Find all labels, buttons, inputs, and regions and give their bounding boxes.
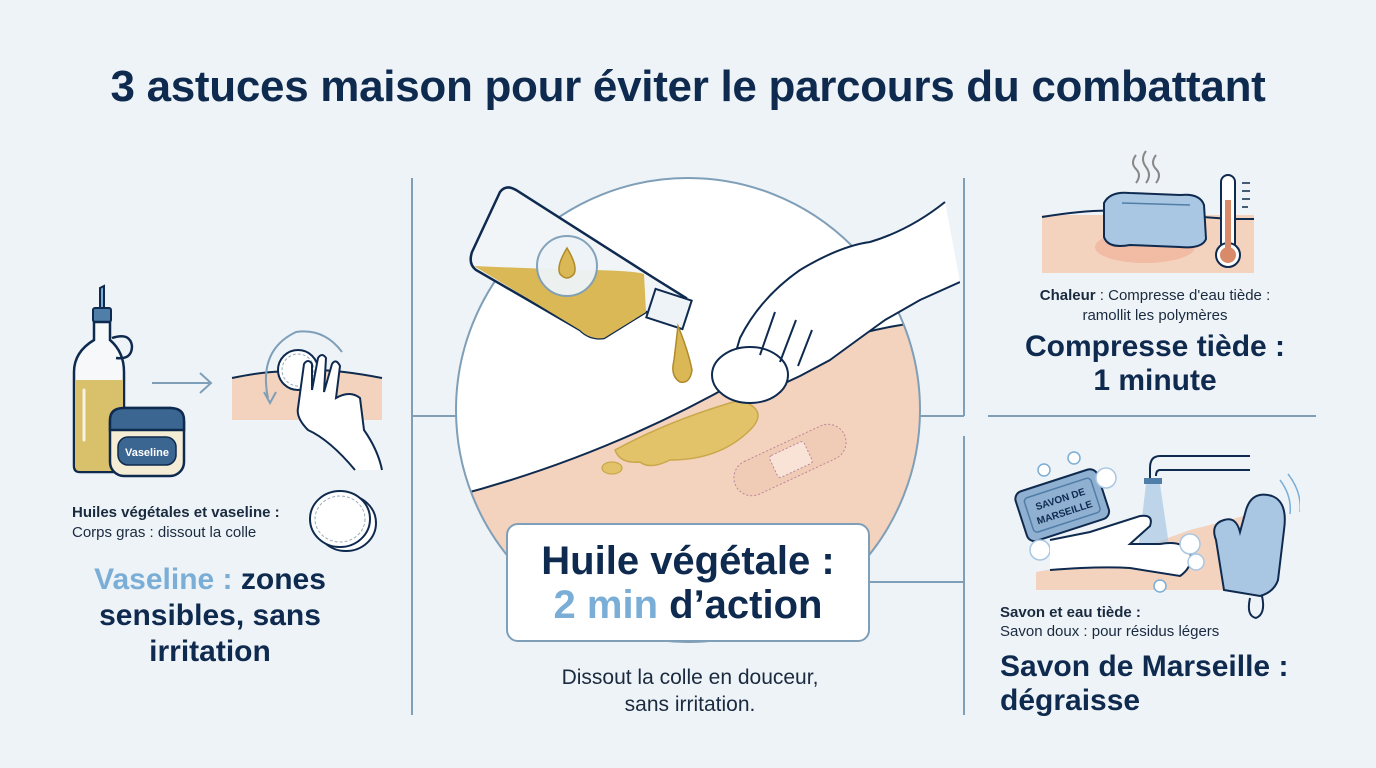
callout-line1: Huile végétale :: [541, 539, 835, 583]
left-subtitle-text: Corps gras : dissout la colle: [72, 524, 257, 541]
left-illustration: Vaseline: [60, 280, 400, 480]
left-highlight-accent: Vaseline :: [94, 563, 233, 596]
pouring-oil-bottle-icon: [469, 186, 693, 383]
page-title: 3 astuces maison pour éviter le parcours…: [110, 62, 1266, 111]
callout-accent: 2 min: [553, 583, 659, 627]
center-description-line1: Dissout la colle en douceur,: [561, 666, 819, 689]
left-horizontal-stub: [412, 415, 458, 417]
right-top-illustration: [1040, 145, 1270, 275]
right-bottom-subtitle-text: Savon doux : pour résidus légers: [1000, 623, 1220, 640]
hand-cotton-pad-icon: [231, 330, 383, 471]
vaseline-jar-icon: Vaseline: [108, 406, 186, 478]
callout-line2-text: d’action: [658, 583, 823, 627]
center-right-stub-top: [918, 415, 964, 417]
right-bottom-highlight: Savon de Marseille : dégraisse: [1000, 650, 1330, 718]
right-top-subtitle: Chaleur : Compresse d'eau tiède : ramoll…: [990, 286, 1320, 326]
oil-spill: [614, 399, 759, 467]
right-bottom-highlight-line2: dégraisse: [1000, 684, 1141, 717]
center-callout: Huile végétale : 2 min d’action: [506, 523, 870, 642]
hand-washing-icon: [1049, 514, 1192, 578]
center-description-line2: sans irritation.: [624, 693, 756, 716]
right-top-subtitle-text2: ramollit les polymères: [1082, 307, 1228, 324]
arrow-right-icon: [152, 372, 213, 394]
left-highlight-text: zones sensibles, sans irritation: [99, 563, 326, 668]
oil-drop-icon: [558, 246, 576, 279]
hand-wiping-icon: [711, 201, 960, 404]
right-horizontal-divider: [988, 415, 1316, 417]
soap-bar-icon: SAVON DE MARSEILLE: [1014, 468, 1111, 543]
right-bottom-subtitle: Savon et eau tiède : Savon doux : pour r…: [1000, 603, 1320, 641]
right-bottom-illustration: SAVON DE MARSEILLE: [1010, 440, 1300, 620]
right-bottom-subtitle-bold: Savon et eau tiède :: [1000, 604, 1141, 621]
wash-mitt-icon: [1213, 473, 1300, 620]
cotton-pads-icon: [304, 485, 384, 555]
right-top-subtitle-text1: : Compresse d'eau tiède :: [1095, 287, 1271, 304]
warm-compress-icon: [1103, 191, 1208, 249]
right-vertical-divider-top: [963, 178, 965, 416]
thermometer-icon: [1215, 174, 1250, 268]
right-vertical-divider-bottom: [963, 436, 965, 715]
right-top-highlight: Compresse tiède : 1 minute: [990, 330, 1320, 398]
left-subtitle-bold: Huiles végétales et vaseline :: [72, 504, 280, 521]
faucet-icon: [1138, 455, 1250, 552]
bandage-icon: [733, 423, 847, 497]
svg-text:Vaseline: Vaseline: [125, 447, 169, 459]
steam-icon: [1132, 150, 1160, 184]
callout-line2: 2 min d’action: [508, 583, 868, 627]
left-subtitle: Huiles végétales et vaseline : Corps gra…: [72, 503, 312, 543]
left-vertical-divider: [411, 178, 413, 715]
right-top-highlight-line2: 1 minute: [1093, 364, 1217, 397]
right-top-highlight-line1: Compresse tiède :: [1024, 330, 1286, 363]
left-highlight: Vaseline : zones sensibles, sans irritat…: [60, 562, 360, 670]
center-description: Dissout la colle en douceur, sans irrita…: [500, 664, 880, 718]
right-bottom-highlight-line1: Savon de Marseille :: [1000, 650, 1289, 683]
center-right-horizontal-stub: [870, 581, 964, 583]
right-top-subtitle-bold: Chaleur: [1039, 287, 1096, 304]
